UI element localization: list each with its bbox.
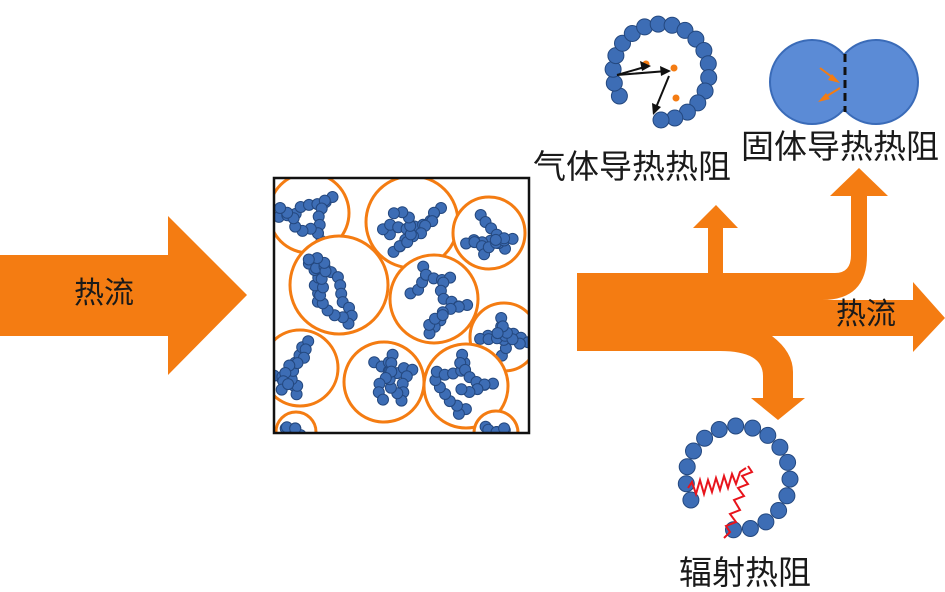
silica-particle [677,475,695,493]
silica-particle [377,393,389,406]
silica-particle [770,502,788,519]
pore [422,342,510,430]
aerogel-microstructure [272,176,531,447]
silica-particle [696,429,714,447]
heat-flow-out-label: 热流 [836,297,896,332]
heat-flow-out-arrow [577,168,945,420]
pore [364,178,460,270]
silica-particle [302,253,315,266]
pore [388,253,480,345]
pore [274,328,340,408]
gas-conduction-label: 气体导热热阻 [533,147,731,186]
silica-particle [498,422,511,433]
silica-particle [282,434,293,445]
pore [451,195,527,271]
silica-particle [289,422,302,433]
silica-particle [710,421,728,438]
silica-particle [455,383,468,396]
radiation-wave-2 [723,465,754,539]
silica-particle [744,419,762,437]
gas-molecule-collision-icon [604,15,718,129]
silica-particle [387,207,400,220]
heat-flow-in-arrow [0,216,247,375]
silica-particle [781,470,799,488]
silica-particle [741,520,759,537]
silica-particle [282,378,295,391]
silica-particle [291,436,302,447]
pore [342,340,426,424]
silica-particle [489,233,502,246]
silica-particle [727,417,745,435]
silica-particle [685,442,702,460]
radiation-wave-1 [687,467,747,498]
heat-flow-in-label: 热流 [74,276,134,311]
silica-particle [436,309,449,322]
silica-particle [652,111,670,129]
silica-particle [779,453,797,471]
radiation-wave-icon [677,417,799,539]
solid-contact-neck-icon [769,39,919,125]
silica-particle [491,327,504,340]
silica-particle [778,487,796,505]
silica-particle [297,432,302,433]
silica-particle [682,491,700,509]
silica-particle [771,438,789,456]
silica-particle [759,426,777,444]
radiation-label: 辐射热阻 [679,553,811,592]
silica-particle [678,458,696,476]
silica-particle [274,202,287,214]
pore [288,234,390,336]
pore [274,178,351,255]
solid-conduction-label: 固体导热热阻 [741,127,939,166]
silica-particle [757,513,775,531]
